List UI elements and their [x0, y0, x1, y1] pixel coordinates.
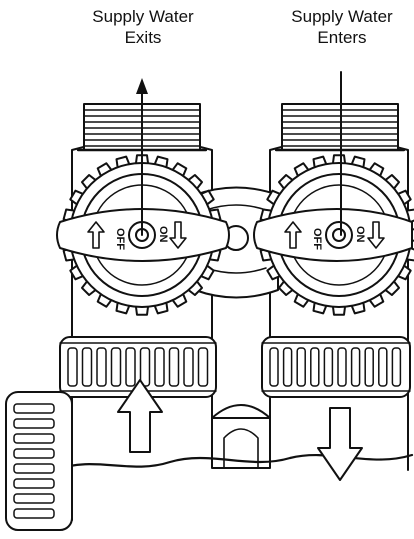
left-lever-down-arrow [169, 221, 187, 249]
nut-rib [296, 347, 306, 387]
nut-rib [13, 478, 55, 489]
nut-rib [364, 347, 374, 387]
exits-label-line2: Exits [124, 28, 162, 47]
left-knob-off-text: OFF [114, 228, 126, 250]
nut-rib [110, 347, 122, 387]
nut-rib [125, 347, 136, 387]
right-coupling-nut [261, 336, 411, 398]
nut-rib [378, 347, 388, 387]
supply-water-enters-label: Supply Water Enters [267, 6, 414, 48]
nut-rib [337, 347, 347, 387]
exits-leader-arrow [136, 78, 148, 236]
nut-rib [310, 347, 320, 387]
nut-rib [282, 347, 293, 387]
nut-rib [13, 433, 55, 444]
nut-rib [323, 347, 334, 387]
exits-label-line1: Supply Water [92, 7, 194, 26]
nut-rib [81, 347, 93, 387]
inlet-side-nut [5, 391, 73, 531]
nut-rib [96, 347, 107, 387]
right-lever-down-arrow [367, 221, 385, 249]
nut-rib [154, 347, 165, 387]
right-knob-off-text: OFF [311, 228, 323, 250]
right-lever-up-arrow [284, 221, 302, 249]
nut-rib [67, 347, 78, 387]
nut-rib [183, 347, 194, 387]
upward-flow-arrow [117, 379, 163, 453]
downward-flow-arrow [317, 407, 363, 481]
nut-rib [269, 347, 279, 387]
supply-water-exits-label: Supply Water Exits [68, 6, 218, 48]
nut-rib [13, 508, 55, 519]
nut-rib [13, 463, 55, 474]
left-lever-up-arrow [87, 221, 105, 249]
nut-rib [391, 347, 402, 387]
left-knob-on-text: ON [157, 226, 169, 243]
nut-rib [350, 347, 361, 387]
right-bypass-knob[interactable]: OFF ON [253, 154, 414, 316]
nut-rib [13, 493, 55, 504]
enters-label-line1: Supply Water [291, 7, 393, 26]
nut-rib [13, 403, 55, 414]
nut-rib [197, 347, 209, 387]
enters-label-line2: Enters [317, 28, 367, 47]
nut-rib [13, 418, 55, 429]
nut-rib [13, 448, 55, 459]
right-knob-on-text: ON [354, 226, 366, 243]
left-coupling-nut [59, 336, 217, 398]
nut-rib [168, 347, 180, 387]
